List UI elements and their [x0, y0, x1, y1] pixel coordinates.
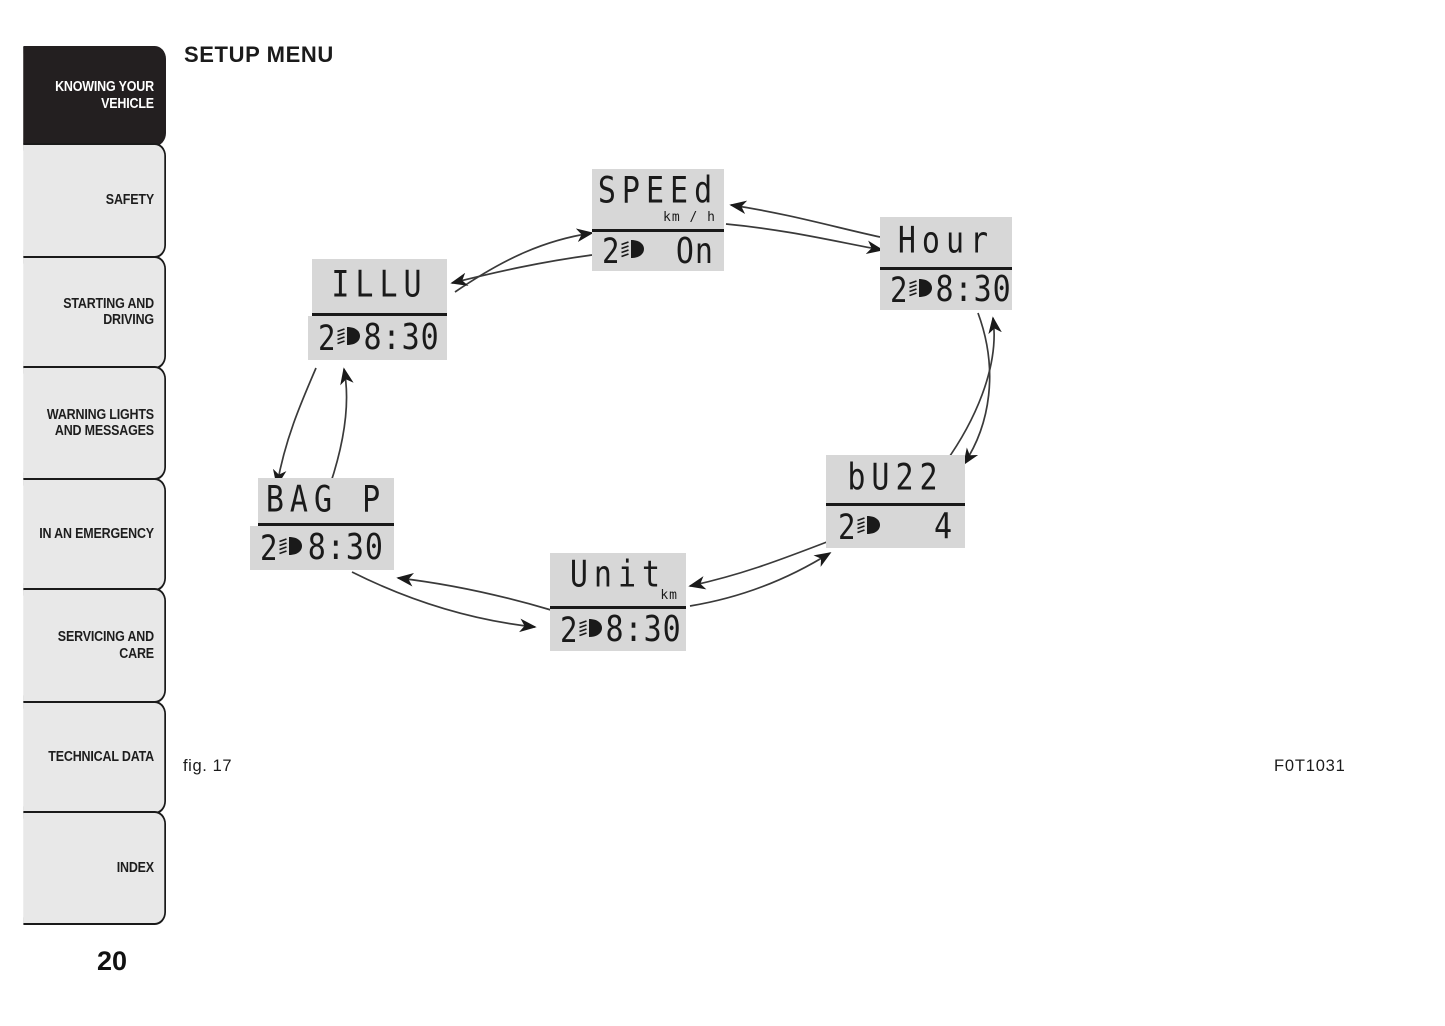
lcd-hour-title-area: Hour — [880, 217, 1012, 270]
headlight-icon — [577, 617, 605, 644]
sidebar-item-label: IN AN EMERGENCY — [39, 525, 154, 542]
lcd-illu-title: ILLU — [331, 263, 428, 307]
lcd-speed-value: On — [675, 229, 714, 272]
sidebar-item-label: TECHNICAL DATA — [48, 748, 154, 765]
sidebar-item-in-an-emergency[interactable]: IN AN EMERGENCY — [23, 477, 166, 591]
lcd-hour-value: 8:30 — [935, 268, 1012, 311]
lcd-bagp-value-area: 2 8:30 — [250, 526, 394, 570]
lcd-illu-title-area: ILLU — [312, 259, 447, 316]
lcd-buzz-value: 4 — [933, 505, 953, 548]
lcd-hour-indicator-digit: 2 — [890, 269, 908, 310]
lcd-bagp-value: 8:30 — [307, 526, 384, 569]
page-title: SETUP MENU — [184, 42, 334, 67]
lcd-unit-title-area: Unit km — [550, 553, 686, 609]
headlight-icon — [277, 535, 305, 562]
lcd-illu-indicator-digit: 2 — [318, 317, 336, 358]
lcd-unit-value: 8:30 — [605, 608, 682, 651]
lcd-bagp-title: BAG P — [265, 478, 387, 522]
lcd-buzz-value-area: 2 4 — [826, 506, 965, 548]
lcd-hour-title: Hour — [897, 219, 995, 263]
headlight-icon — [335, 325, 363, 352]
lcd-speed-title-area: SPEEd km / h — [592, 169, 724, 232]
lcd-hour-value-area: 2 8:30 — [880, 270, 1012, 310]
lcd-speed-unit: km / h — [663, 210, 716, 225]
lcd-bagp-indicator-digit: 2 — [260, 527, 278, 568]
lcd-unit-unit: km — [660, 588, 678, 603]
lcd-unit-indicator-digit: 2 — [560, 609, 578, 650]
headlight-icon — [907, 277, 935, 304]
headlight-icon — [619, 238, 647, 265]
lcd-speed-title: SPEEd — [597, 169, 719, 213]
sidebar-item-technical-data[interactable]: TECHNICAL DATA — [23, 700, 166, 814]
lcd-buzz-indicator-digit: 2 — [838, 506, 856, 547]
sidebar-item-index[interactable]: INDEX — [23, 811, 166, 925]
lcd-speed-indicator-digit: 2 — [602, 230, 620, 272]
lcd-illu-value-area: 2 8:30 — [308, 316, 447, 360]
page-number: 20 — [97, 946, 128, 976]
lcd-buzz-title: bU22 — [847, 456, 944, 500]
figure-code: F0T1031 — [1274, 757, 1346, 775]
figure-caption: fig. 17 — [183, 757, 233, 775]
sidebar-item-label: INDEX — [116, 859, 154, 876]
lcd-bagp-title-area: BAG P — [258, 478, 394, 526]
sidebar-item-safety[interactable]: SAFETY — [23, 143, 166, 258]
lcd-unit-value-area: 2 8:30 — [550, 609, 686, 651]
sidebar-item-label: SAFETY — [105, 192, 154, 209]
lcd-speed-value-area: 2 On — [592, 232, 724, 271]
lcd-buzz-title-area: bU22 — [826, 455, 965, 506]
lcd-illu-value: 8:30 — [363, 316, 440, 359]
lcd-unit-title: Unit — [569, 553, 667, 597]
headlight-icon — [855, 514, 883, 541]
